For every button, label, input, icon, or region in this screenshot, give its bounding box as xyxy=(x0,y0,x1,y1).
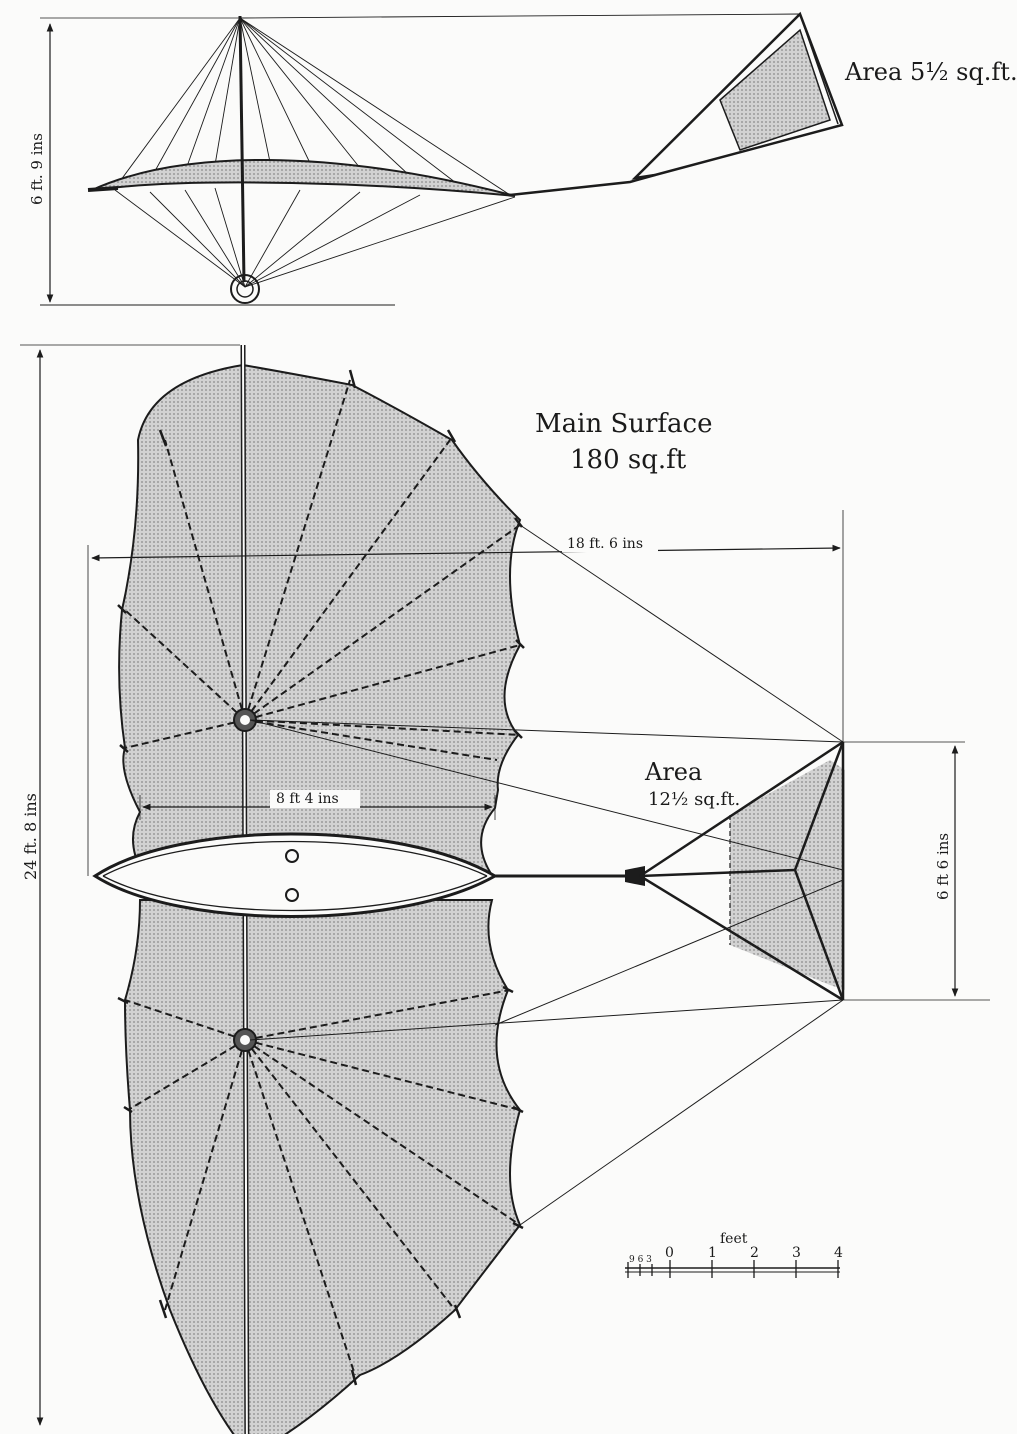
length-label: 18 ft. 6 ins xyxy=(567,536,643,552)
side-rigging-lines xyxy=(114,13,801,288)
scale-inch-ticks-label: 9 6 3 xyxy=(629,1255,652,1265)
scale-tick-3: 3 xyxy=(792,1245,801,1261)
main-wing-fabric-lower xyxy=(123,899,522,1434)
tail-frame xyxy=(639,740,845,1002)
side-tail-fabric xyxy=(719,28,831,151)
pilot-grip-upper xyxy=(285,849,299,863)
side-wing-leading-edge xyxy=(87,186,119,192)
pilot-opening-inner-frame xyxy=(102,840,488,912)
side-wing-profile xyxy=(91,159,516,197)
scale-tick-4: 4 xyxy=(834,1245,843,1261)
scale-tick-0: 0 xyxy=(665,1245,674,1261)
chord-label-bg xyxy=(270,790,360,808)
chord-label: 8 ft 4 ins xyxy=(276,791,339,807)
tail-area-value-label: 12½ sq.ft. xyxy=(648,789,740,810)
upper-hub-center xyxy=(240,715,250,725)
pilot-grip-lower xyxy=(285,888,299,902)
side-kingpost xyxy=(238,15,246,283)
scale-bar-ticks xyxy=(627,1260,839,1278)
side-wheel xyxy=(230,274,260,304)
main-surface-label: Main Surface xyxy=(535,409,713,439)
tail-area-label: Area xyxy=(644,758,702,786)
tail-boom-socket xyxy=(625,866,645,886)
side-wheel-hub xyxy=(236,280,254,298)
main-surface-area-label: 180 sq.ft xyxy=(570,445,687,475)
witness-lines xyxy=(20,344,990,1001)
plan-view: Main Surface 180 sq.ft 18 ft. 6 ins 8 ft… xyxy=(20,344,990,1434)
scale-tick-2: 2 xyxy=(750,1245,759,1261)
length-label-bg xyxy=(562,534,658,552)
tail-bracing-wires xyxy=(249,524,844,1226)
length-dimension-line xyxy=(91,544,841,562)
side-tail-area-label: Area 5½ sq.ft. xyxy=(844,58,1017,86)
tail-span-label: 6 ft 6 ins xyxy=(934,833,952,900)
side-tail-spar xyxy=(799,13,839,125)
scale-bar: feet 9 6 3 0 1 2 3 4 xyxy=(625,1231,843,1278)
span-label: 24 ft. 8 ins xyxy=(21,793,40,880)
side-height-label: 6 ft. 9 ins xyxy=(28,133,46,205)
side-tail-frame xyxy=(631,11,844,180)
scale-unit-label: feet xyxy=(720,1231,748,1247)
scale-tick-1: 1 xyxy=(708,1245,717,1261)
lower-hub-center xyxy=(240,1035,250,1045)
tail-fabric xyxy=(730,760,845,990)
side-view: Area 5½ sq.ft. 6 ft. 9 ins xyxy=(28,11,1017,306)
